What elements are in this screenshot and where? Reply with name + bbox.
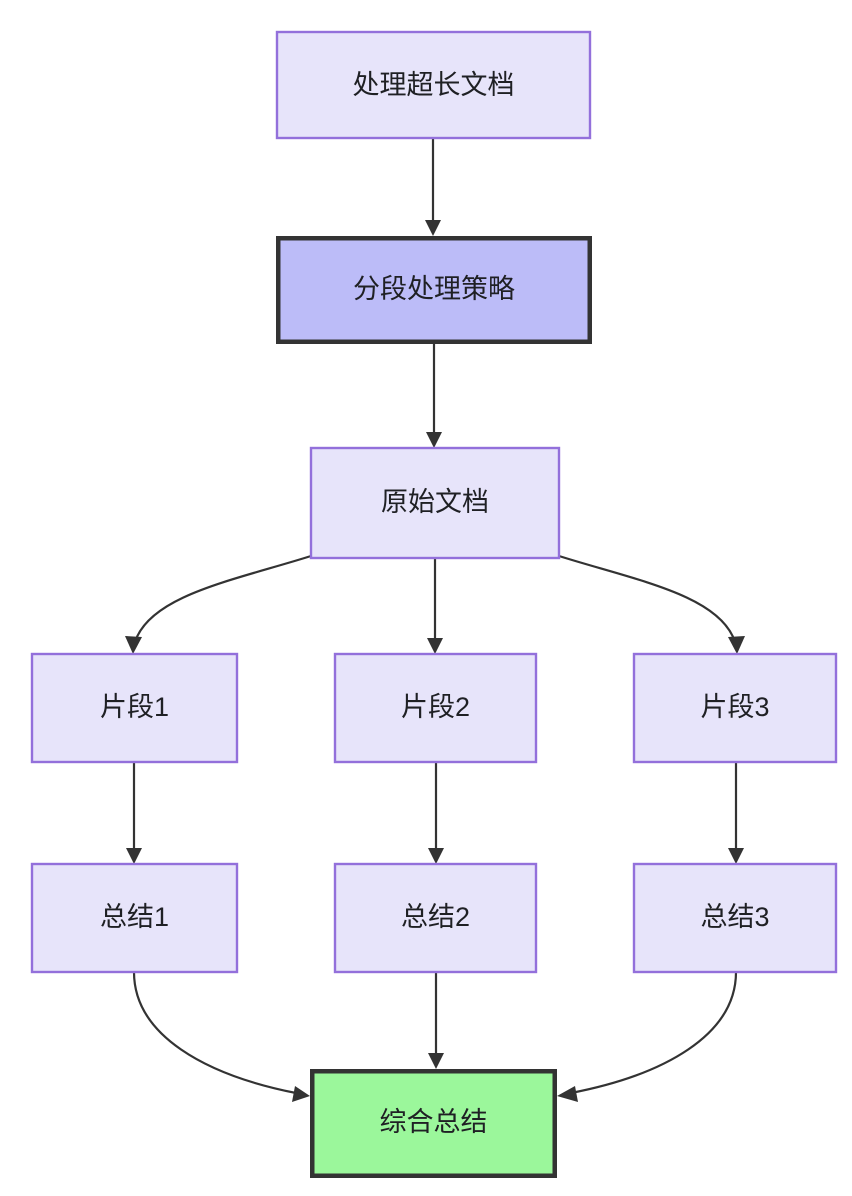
node-chunk2-label: 片段2 xyxy=(401,692,470,722)
node-summary2-label: 总结2 xyxy=(401,902,470,932)
edge-chunk1-to-summary1 xyxy=(126,762,142,864)
edge-summary2-to-final xyxy=(428,972,444,1069)
node-source-label: 原始文档 xyxy=(381,487,489,517)
node-doc-long-label: 处理超长文档 xyxy=(353,70,515,100)
node-chunk3[interactable]: 片段3 xyxy=(632,652,838,764)
node-chunk1-label: 片段1 xyxy=(100,692,169,722)
node-summary1[interactable]: 总结1 xyxy=(30,862,239,974)
edge-source-to-chunk3 xyxy=(558,554,745,654)
node-summary2[interactable]: 总结2 xyxy=(333,862,538,974)
node-layer: 处理超长文档 分段处理策略 原始文档 片段1 片段2 片段3 xyxy=(30,30,838,1178)
edge-summary1-to-final xyxy=(132,971,310,1102)
edge-doc_long-to-strategy xyxy=(425,138,441,236)
node-summary3[interactable]: 总结3 xyxy=(632,862,838,974)
edge-chunk2-to-summary2 xyxy=(428,762,444,864)
node-summary3-label: 总结3 xyxy=(700,902,769,932)
node-final-label: 综合总结 xyxy=(380,1107,488,1137)
node-final[interactable]: 综合总结 xyxy=(310,1069,557,1178)
node-strategy[interactable]: 分段处理策略 xyxy=(276,236,592,344)
node-strategy-label: 分段处理策略 xyxy=(353,274,515,304)
node-chunk2[interactable]: 片段2 xyxy=(333,652,538,764)
node-summary1-label: 总结1 xyxy=(100,902,169,932)
node-chunk3-label: 片段3 xyxy=(700,692,769,722)
edge-summary3-to-final xyxy=(557,971,738,1102)
edge-source-to-chunk2 xyxy=(427,558,443,654)
edge-strategy-to-source xyxy=(426,344,442,448)
edge-layer xyxy=(125,138,745,1102)
edge-source-to-chunk1 xyxy=(125,554,312,654)
node-doc-long[interactable]: 处理超长文档 xyxy=(275,30,592,140)
node-chunk1[interactable]: 片段1 xyxy=(30,652,239,764)
edge-chunk3-to-summary3 xyxy=(728,762,744,864)
node-source[interactable]: 原始文档 xyxy=(309,446,561,560)
